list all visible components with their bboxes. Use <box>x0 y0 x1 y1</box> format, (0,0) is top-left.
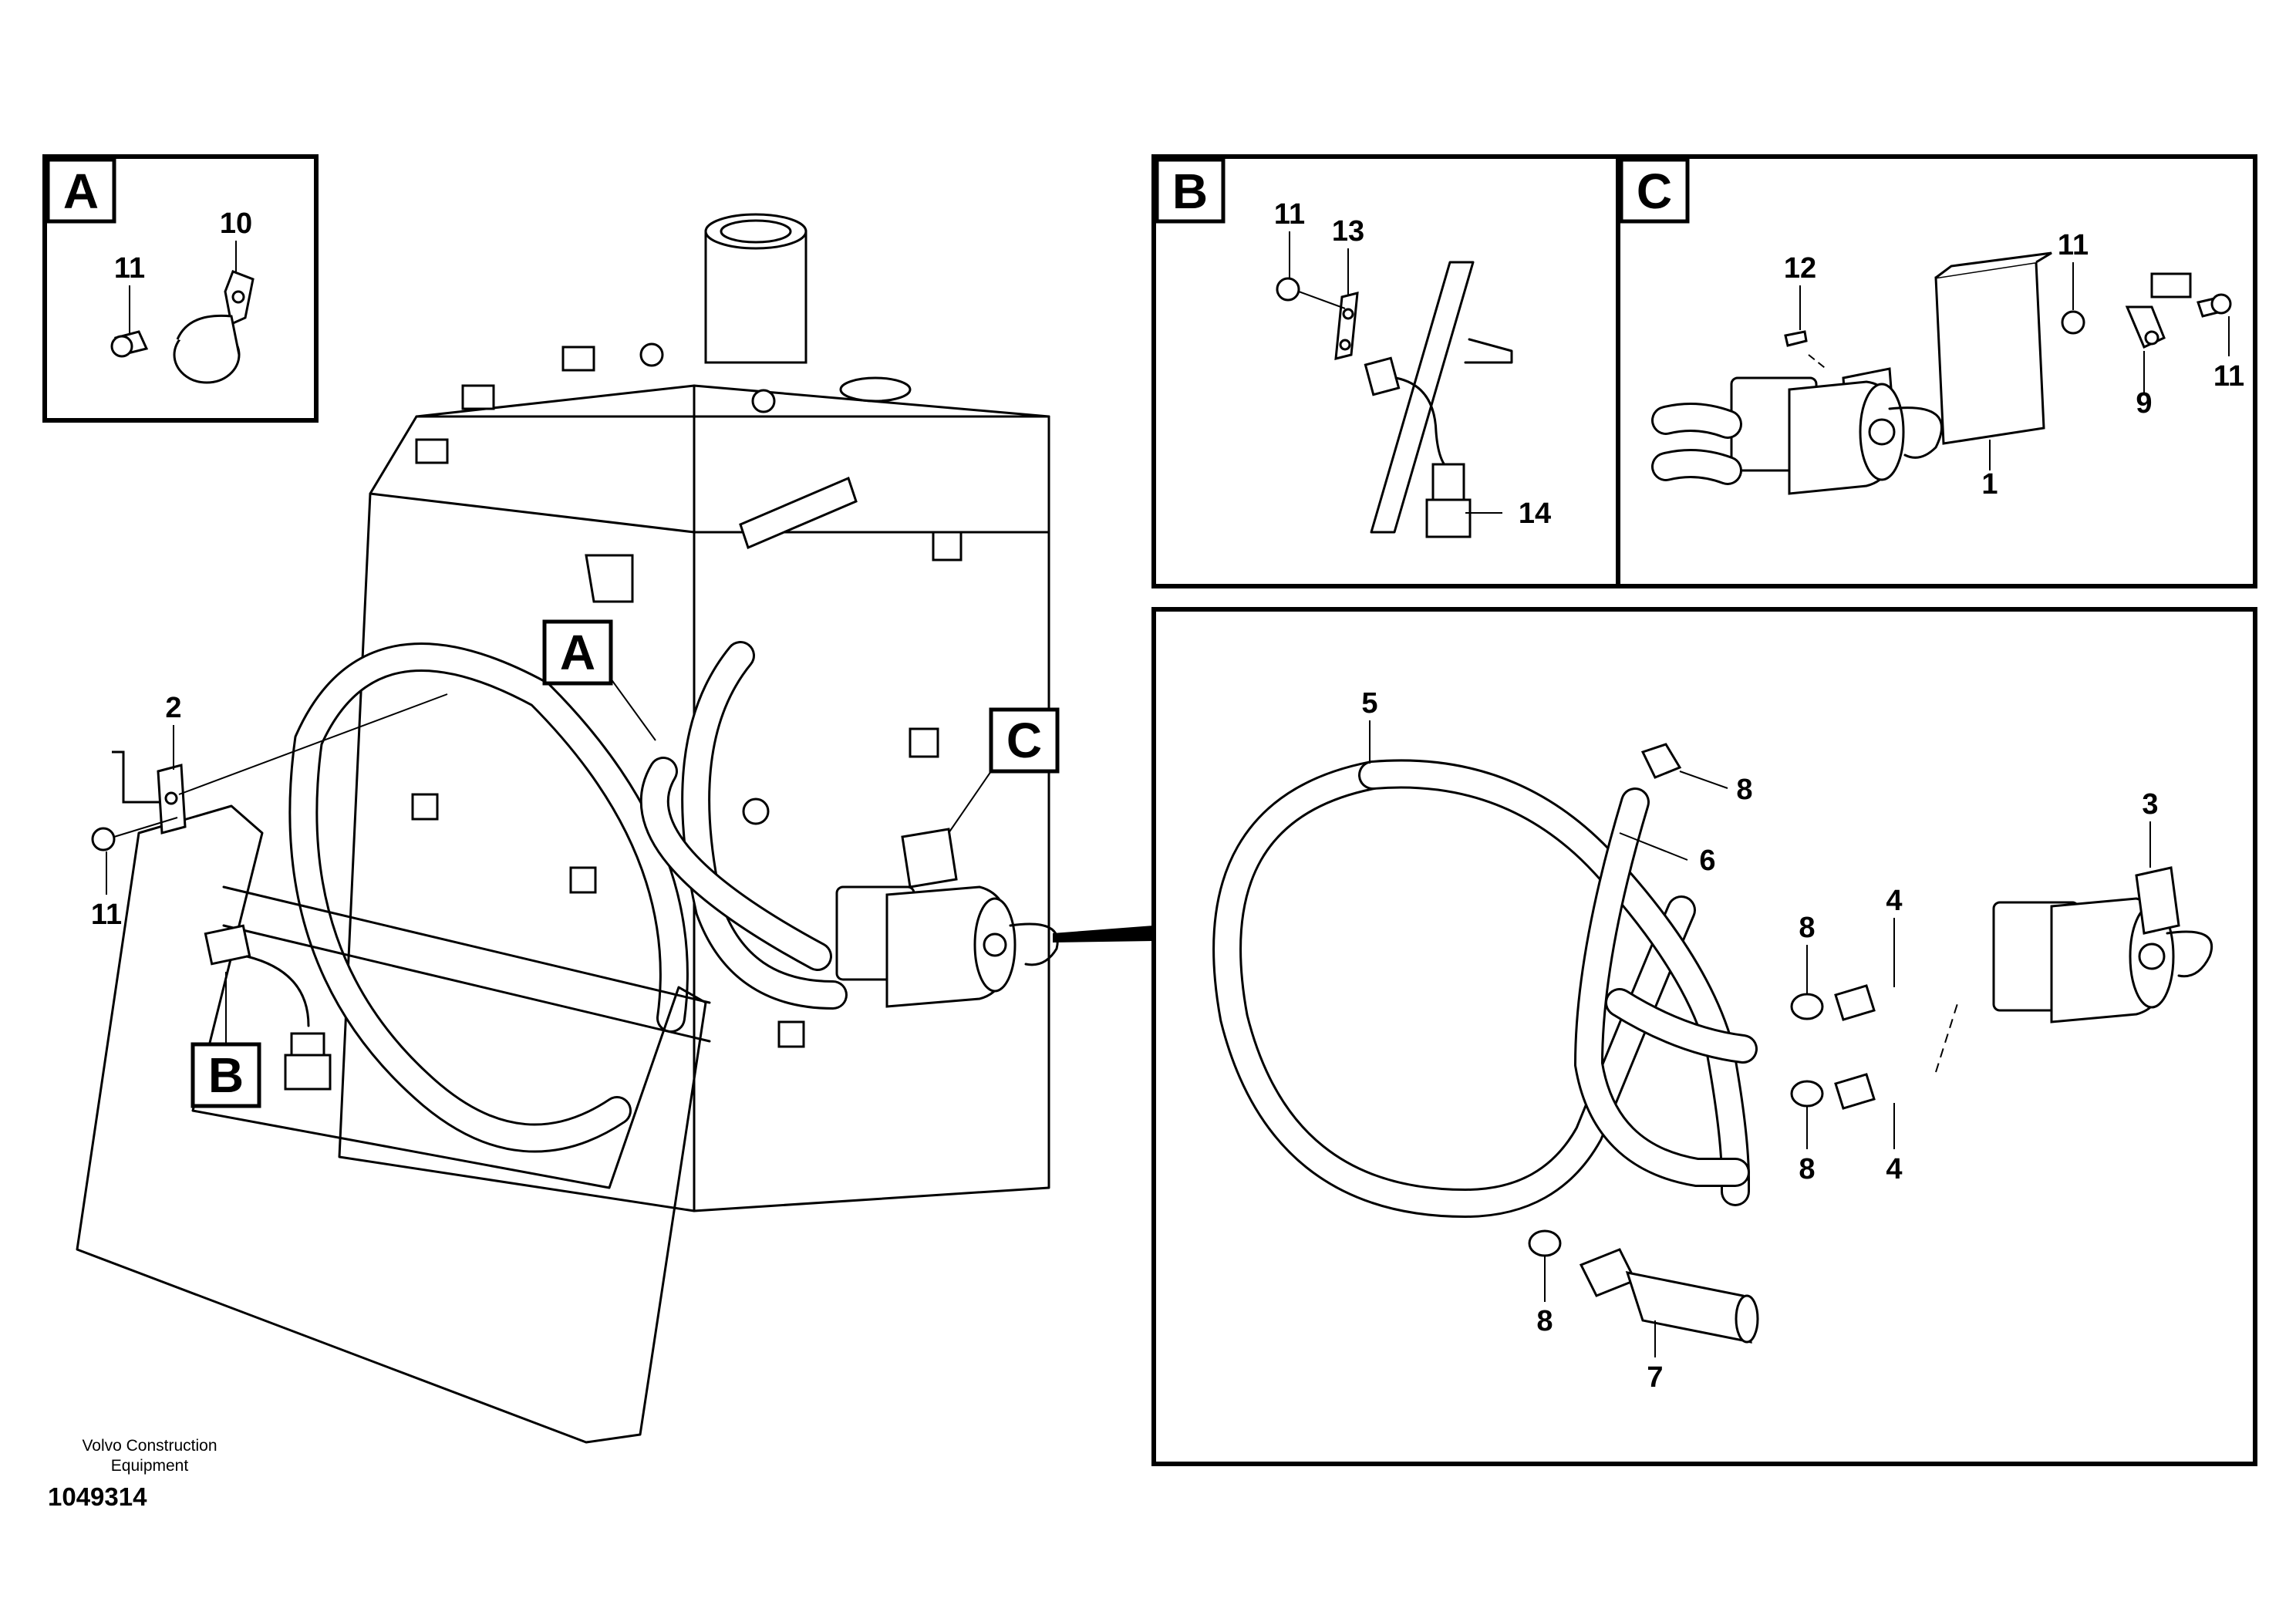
svg-text:C: C <box>1006 713 1042 768</box>
callout-c-12: 12 <box>1784 252 1816 285</box>
callout-4-upper: 4 <box>1886 885 1902 917</box>
callout-4-lower: 4 <box>1886 1153 1902 1185</box>
detail-panel-a: A 10 11 <box>42 154 319 423</box>
main-assembly-view: 2 11 <box>76 213 1059 1444</box>
clamp-part-10 <box>173 270 255 384</box>
view-marker-c: C <box>948 707 1060 834</box>
detail-panel-c: C 12 11 11 9 1 <box>1616 154 2257 588</box>
panel-b-letter: B <box>1172 164 1208 219</box>
callout-a-11: 11 <box>114 252 145 285</box>
svg-text:B: B <box>208 1047 244 1103</box>
callout-c-9: 9 <box>2136 387 2152 420</box>
callout-a-10: 10 <box>220 207 252 240</box>
callout-c-11-right: 11 <box>2213 360 2244 393</box>
drawing-number: 1049314 <box>48 1482 147 1511</box>
panel-c-letter: C <box>1637 164 1672 219</box>
callout-c-11-upper: 11 <box>2058 229 2089 261</box>
manufacturer-label: Volvo Construction Equipment <box>82 1437 217 1475</box>
callout-2: 2 <box>165 692 181 724</box>
detail-link-arrow <box>1053 926 1154 943</box>
view-marker-a: A <box>542 619 656 741</box>
detail-panel-b: B 11 13 14 <box>1151 154 1620 588</box>
callout-b-14: 14 <box>1519 497 1551 530</box>
bolt-part-11 <box>110 330 149 358</box>
callout-3: 3 <box>2142 788 2158 821</box>
callout-8-top: 8 <box>1736 774 1752 806</box>
callout-8-bottom: 8 <box>1536 1305 1553 1337</box>
callout-8-mid-lower: 8 <box>1799 1153 1815 1185</box>
callout-main-11: 11 <box>91 899 122 931</box>
callout-b-13: 13 <box>1332 215 1364 248</box>
callout-b-11: 11 <box>1274 198 1305 231</box>
callout-8-mid-upper: 8 <box>1799 912 1815 944</box>
exploded-view-panel: 5 8 6 3 4 8 8 4 8 7 <box>1151 607 2257 1466</box>
callout-c-1: 1 <box>1981 468 1998 501</box>
svg-text:A: A <box>560 625 595 680</box>
view-marker-b: B <box>190 972 261 1108</box>
callout-7: 7 <box>1647 1361 1663 1394</box>
panel-a-letter: A <box>63 164 99 219</box>
callout-5: 5 <box>1361 687 1377 720</box>
callout-6: 6 <box>1699 845 1715 877</box>
